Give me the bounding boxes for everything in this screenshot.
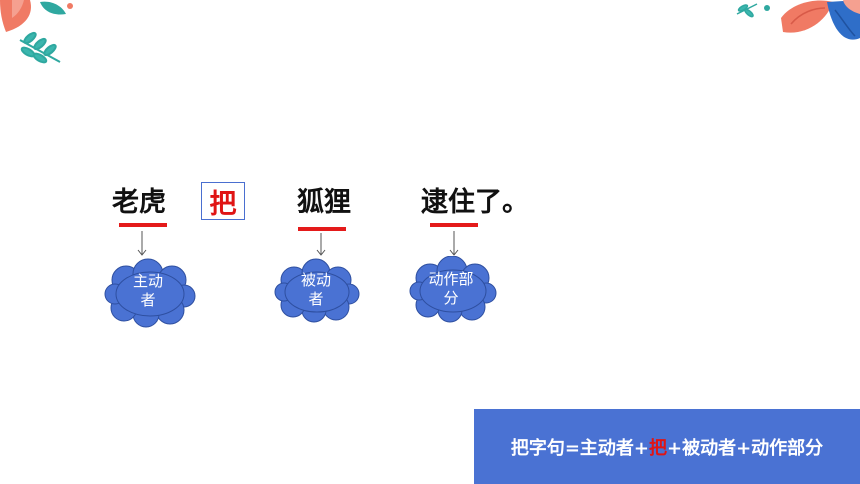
action-underline [430,223,478,227]
leaf-decoration-top-right [736,0,860,40]
action-cloud [409,256,497,323]
action-word: 逮住了。 [421,187,529,218]
formula-part2: +被动者+动作部分 [667,437,824,459]
ba-word: 把 [209,188,237,220]
object-underline [298,227,346,231]
subject-word: 老虎 [112,187,166,218]
ba-word-box: 把 [201,182,245,220]
formula-banner: 把字句=主动者+把+被动者+动作部分 [474,409,860,484]
action-arrow [449,231,459,256]
subject-arrow [137,231,147,256]
object-word: 狐狸 [297,187,351,218]
object-arrow [316,233,326,256]
subject-underline [119,223,167,227]
leaf-decoration-top-left [0,0,73,64]
formula-part1: 把字句=主动者+ [510,437,649,459]
subject-cloud [104,258,196,328]
object-role-label: 被动者 [300,271,331,308]
formula-highlight: 把 [649,437,667,459]
object-cloud [274,258,360,323]
subject-role-label: 主动者 [132,272,163,309]
action-role-label: 动作部分 [428,270,474,307]
